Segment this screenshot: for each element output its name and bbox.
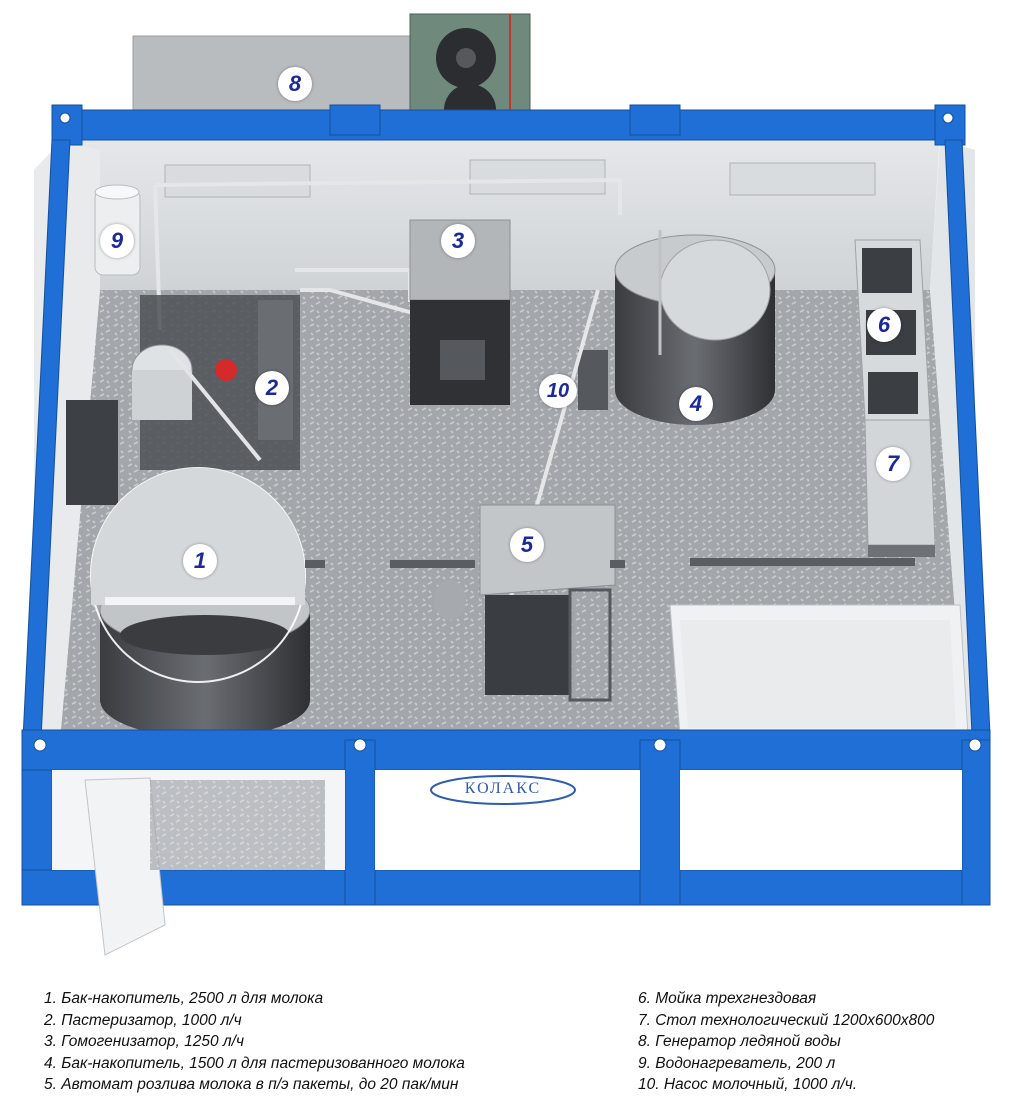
container-frame xyxy=(21,104,991,906)
front-wall xyxy=(52,770,962,956)
pasteurizer xyxy=(131,295,300,470)
marker-1: 1 xyxy=(183,544,217,578)
legend-item: 2. Пастеризатор, 1000 л/ч xyxy=(44,1011,242,1029)
milk-filling-machine xyxy=(434,504,616,702)
technological-table xyxy=(864,419,936,557)
electrical-box xyxy=(66,400,118,505)
marker-6: 6 xyxy=(867,308,901,342)
marker-8: 8 xyxy=(278,67,312,101)
marker-7: 7 xyxy=(876,447,910,481)
kolaks-logo xyxy=(430,775,576,805)
legend-item: 8. Генератор ледяной воды xyxy=(638,1033,841,1050)
legend-left-column: 1. Бак-накопитель, 2500 л для молока 2. … xyxy=(44,988,465,1096)
open-door xyxy=(84,777,166,956)
legend-right-column: 6. Мойка трехгнездовая 7. Стол технологи… xyxy=(638,988,934,1096)
legend-item: 6. Мойка трехгнездовая xyxy=(638,990,817,1007)
legend-item: 3. Гомогенизатор, 1250 л/ч xyxy=(44,1033,245,1050)
floor-drains xyxy=(305,558,915,568)
legend-item: 9. Водонагреватель, 200 л xyxy=(638,1054,836,1072)
legend-item: 1. Бак-накопитель, 2500 л для молока xyxy=(44,990,324,1007)
marker-9: 9 xyxy=(100,224,134,258)
marker-10: 10 xyxy=(539,374,577,408)
logo-text: КОЛАКС xyxy=(464,780,542,797)
marker-2: 2 xyxy=(255,371,289,405)
tank-1500 xyxy=(614,230,776,425)
container-layout-illustration xyxy=(21,13,991,956)
legend-item: 5. Автомат розлива молока в п/э пакеты, … xyxy=(44,1076,459,1093)
tank-2500 xyxy=(90,467,311,738)
homogenizer xyxy=(409,219,511,405)
marker-3: 3 xyxy=(441,224,475,258)
legend-item: 7. Стол технологический 1200х600х800 xyxy=(638,1011,935,1029)
legend-item: 4. Бак-накопитель, 1500 л для пастеризов… xyxy=(44,1054,465,1072)
marker-4: 4 xyxy=(679,387,713,421)
marker-5: 5 xyxy=(510,528,544,562)
partition-room xyxy=(669,604,969,736)
legend-item: 10. Насос молочный, 1000 л/ч. xyxy=(638,1076,858,1093)
